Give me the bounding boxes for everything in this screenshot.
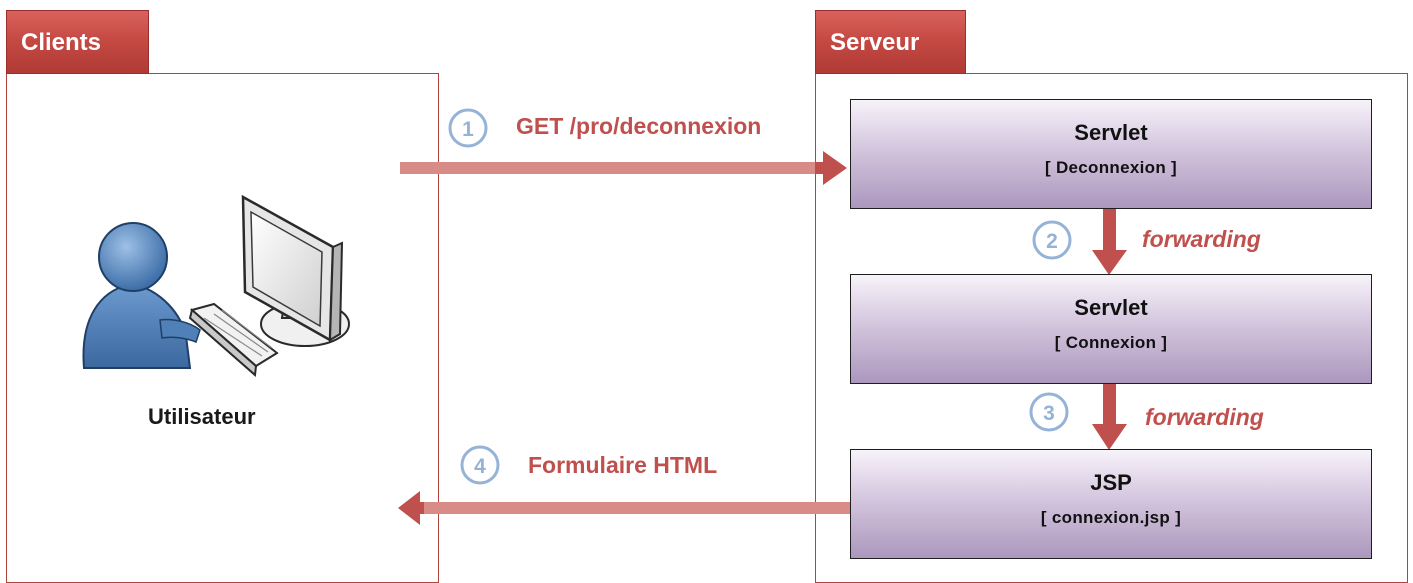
step-number-3: 3	[1043, 402, 1055, 425]
step-circle-3	[1029, 392, 1069, 432]
box-subtitle: [ connexion.jsp ]	[1040, 508, 1182, 527]
servlet-connexion-box: Servlet [ Connexion ]	[850, 274, 1372, 384]
request-arrow	[400, 151, 847, 185]
step-number-4: 4	[474, 455, 486, 478]
user-label: Utilisateur	[148, 404, 256, 429]
box-title: Servlet	[1074, 295, 1148, 320]
server-tab: Serveur	[815, 10, 966, 74]
step-circle-2	[1032, 220, 1072, 260]
step-circle-4	[460, 445, 500, 485]
step-label-1: GET /pro/deconnexion	[516, 113, 762, 139]
jsp-connexion-box: JSP [ connexion.jsp ]	[850, 449, 1372, 559]
step-circle-1	[448, 108, 488, 148]
step-label-3: forwarding	[1145, 404, 1264, 430]
box-title: Servlet	[1074, 120, 1148, 145]
box-title: JSP	[1090, 470, 1132, 495]
computer-icon	[241, 194, 350, 347]
step-label-4: Formulaire HTML	[528, 452, 718, 478]
clients-tab: Clients	[6, 10, 149, 74]
keyboard-icon	[188, 302, 279, 378]
step-number-1: 1	[462, 118, 474, 141]
forward-arrow-1	[1092, 209, 1127, 275]
servlet-deconnexion-box: Servlet [ Deconnexion ]	[850, 99, 1372, 209]
response-arrow	[398, 491, 853, 525]
forward-arrow-2	[1092, 383, 1127, 450]
user-icon	[82, 222, 201, 369]
box-subtitle: [ Connexion ]	[1054, 333, 1168, 352]
step-number-2: 2	[1046, 230, 1058, 253]
step-label-2: forwarding	[1142, 226, 1261, 252]
box-subtitle: [ Deconnexion ]	[1044, 158, 1177, 177]
